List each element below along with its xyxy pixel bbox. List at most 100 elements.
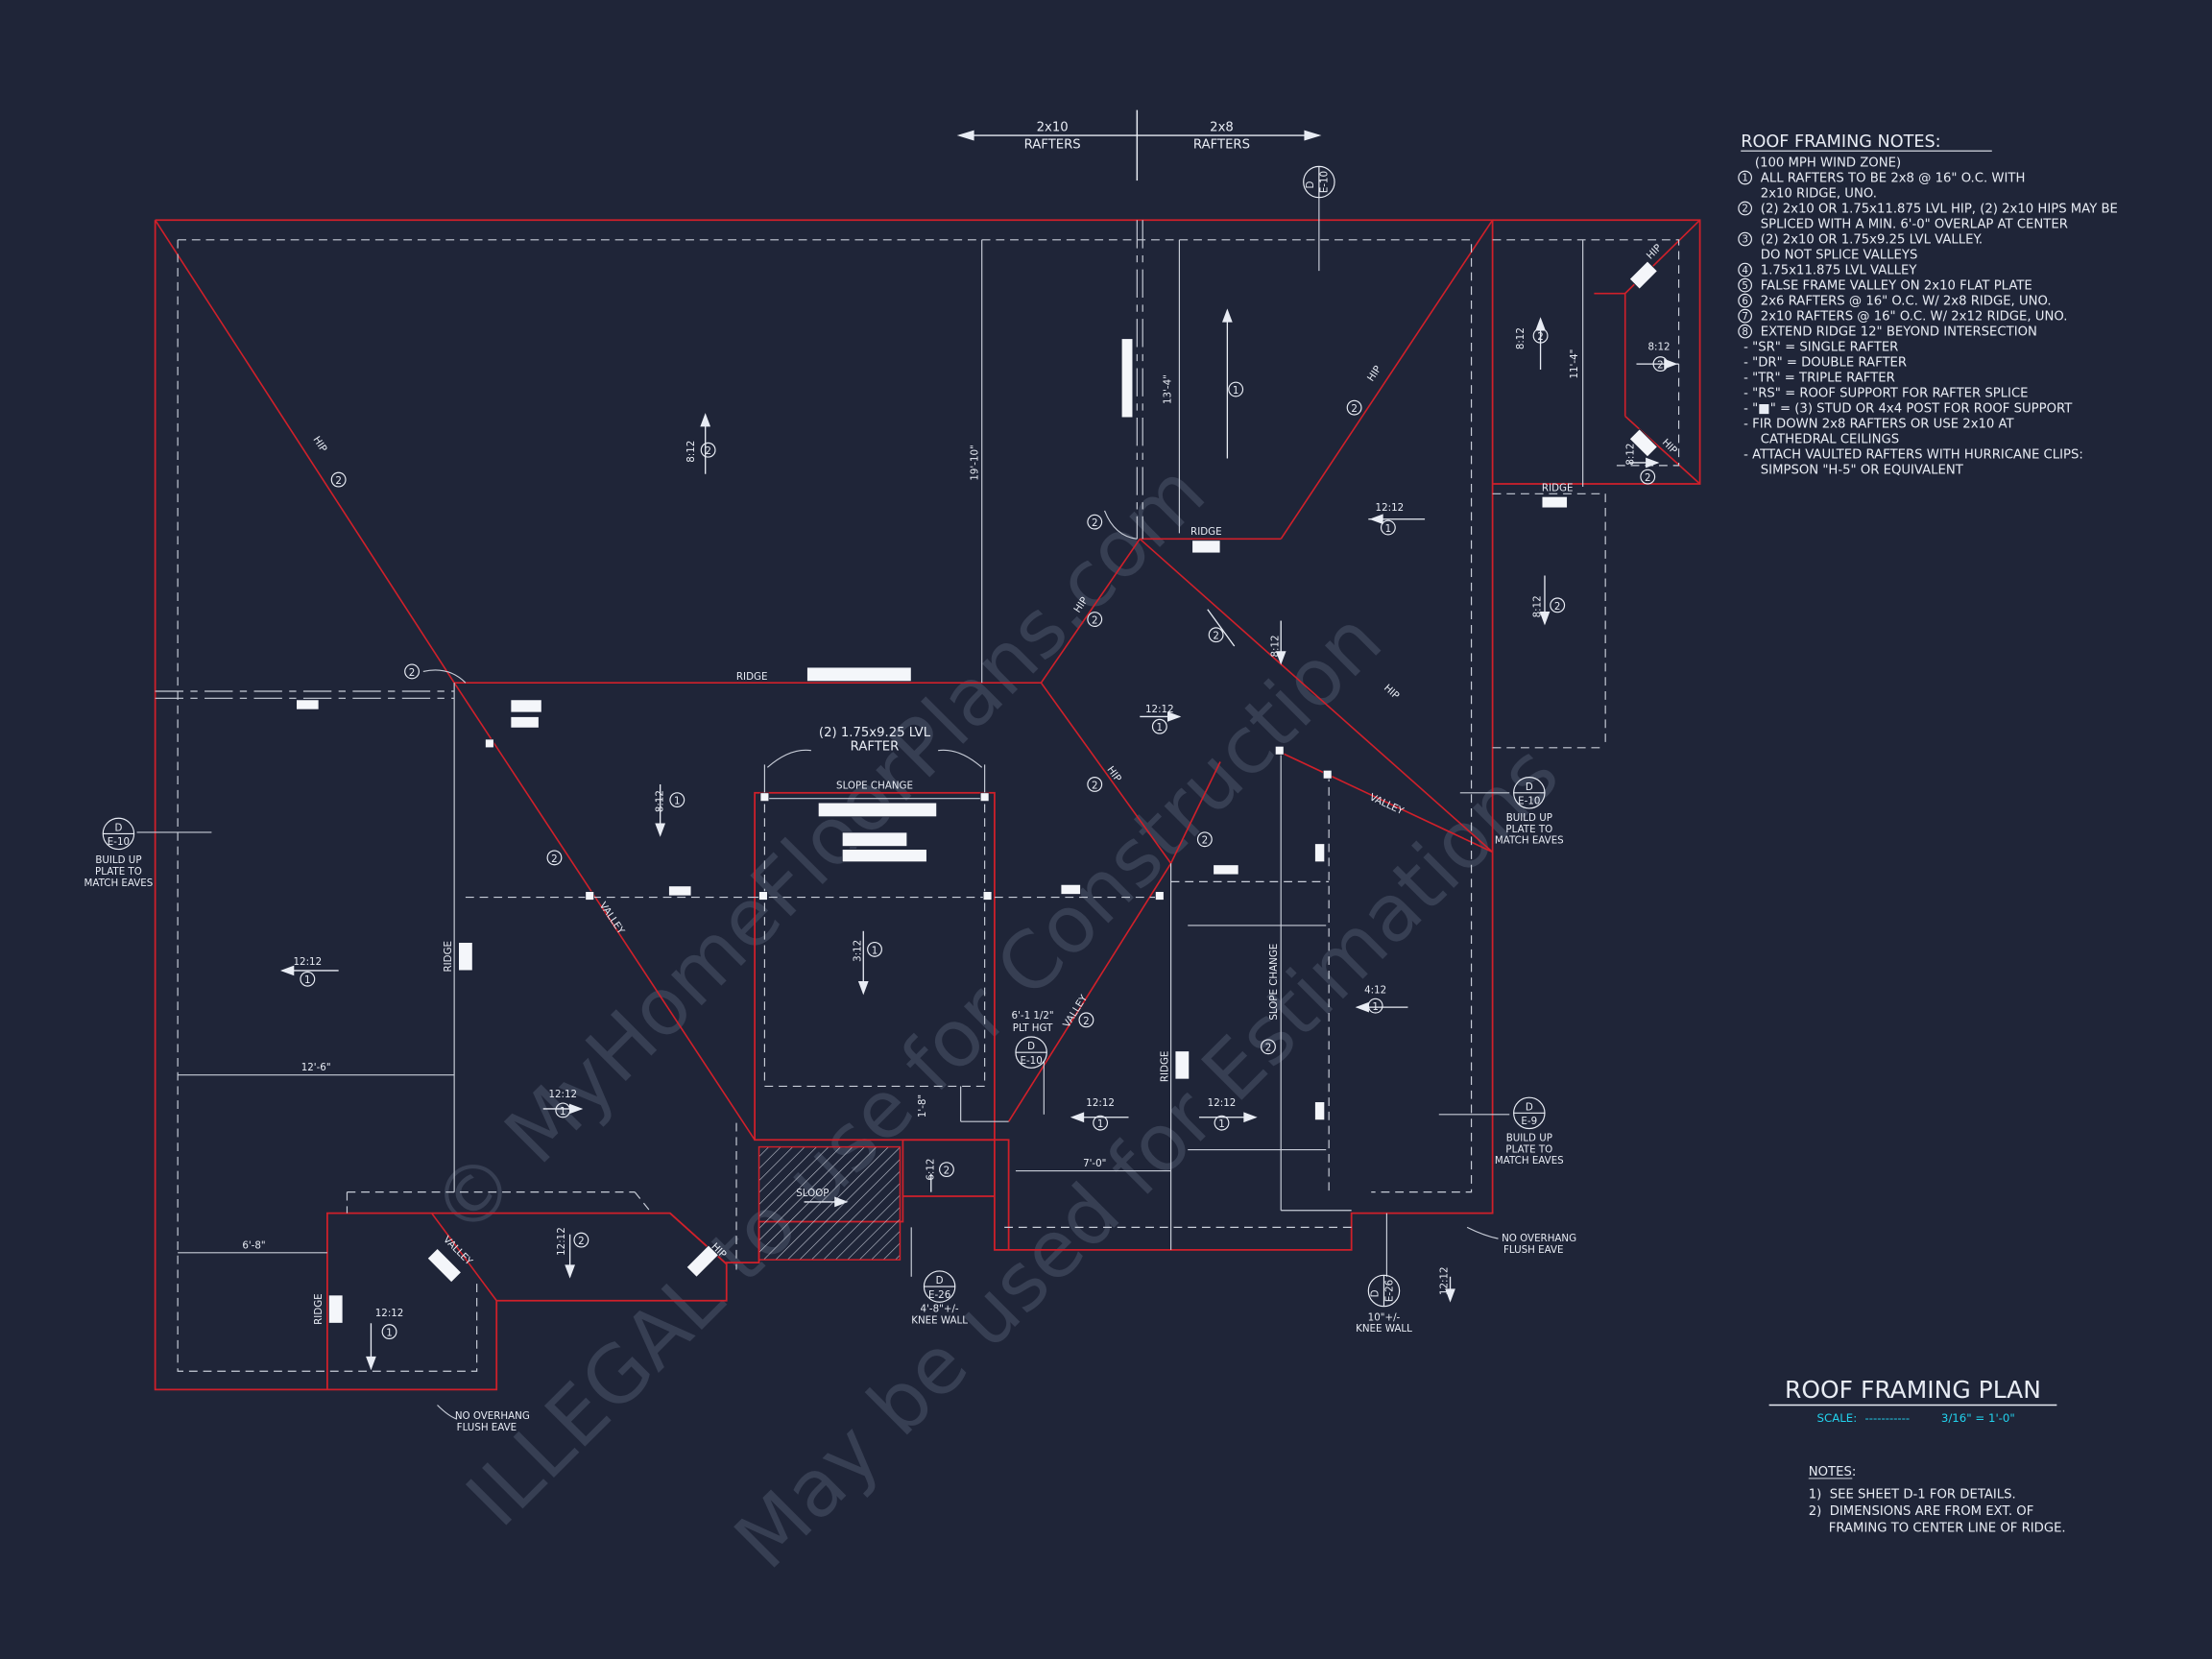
dim-1-8: 1'-8" (917, 1094, 928, 1118)
bottom-note-3: FRAMING TO CENTER LINE OF RIDGE. (1809, 1522, 2066, 1536)
marker-2-o: 2 (409, 667, 416, 679)
notes-line-6: DO NOT SPLICE VALLEYS (1761, 248, 1918, 262)
ref-right-b-sheet: E-9 (1521, 1116, 1537, 1127)
notes-line-20: SIMPSON "H-5" OR EQUIVALENT (1761, 464, 1964, 478)
dim-6-8: 6'-8" (242, 1239, 265, 1251)
notes-line-14: - "TR" = TRIPLE RAFTER (1743, 372, 1895, 386)
ridge-label-main: RIDGE (736, 671, 768, 683)
rafter-type-markers: 1 1 1 1 1 1 1 1 1 1 1 2 2 2 2 2 2 2 2 2 … (300, 327, 1669, 1340)
marker-2-e: 2 (1092, 780, 1098, 791)
build-up-left-2: PLATE TO (95, 866, 142, 878)
notes-marker-3: 3 (1742, 234, 1748, 246)
marker-2-d: 2 (1213, 631, 1219, 642)
notes-line-18: CATHEDRAL CEILINGS (1761, 433, 1899, 447)
slope-8-12-c: 8:12 (1515, 327, 1527, 349)
marker-1-c: 1 (1157, 722, 1164, 733)
build-up-right-b-3: MATCH EAVES (1495, 1155, 1564, 1166)
slope-12-12-f: 12:12 (1208, 1097, 1237, 1109)
slope-3-12: 3:12 (852, 940, 863, 962)
build-up-left-1: BUILD UP (95, 854, 141, 866)
ref-right-a-sheet: E-10 (1518, 796, 1540, 807)
marker-2-j: 2 (705, 445, 711, 457)
top-rafter-dimension (956, 109, 1322, 181)
notes-marker-5: 5 (1742, 280, 1748, 292)
notes-line-2: 2x10 RIDGE, UNO. (1761, 186, 1877, 201)
slope-8-12-b: 8:12 (1269, 635, 1281, 657)
ridge-label-center: RIDGE (1190, 526, 1222, 538)
notes-line-19: - ATTACH VAULTED RAFTERS WITH HURRICANE … (1743, 448, 2083, 463)
marker-2-l: 2 (1657, 360, 1664, 372)
sloop-label: SLOOP (796, 1188, 829, 1199)
marker-2-q: 2 (1202, 835, 1209, 847)
notes-line-12: - "SR" = SINGLE RAFTER (1743, 341, 1898, 355)
dim-13-4: 13'-4" (1163, 374, 1174, 404)
notes-line-10: 2x10 RAFTERS @ 16" O.C. W/ 2x12 RIDGE, U… (1761, 310, 2068, 325)
marker-2-a: 2 (335, 475, 342, 487)
ridge-label-bottom: RIDGE (313, 1293, 325, 1325)
notes-marker-circle-7 (1738, 308, 1752, 324)
build-up-right-b-1: BUILD UP (1506, 1133, 1552, 1144)
slope-8-12-g: 8:12 (655, 790, 666, 812)
marker-1-b: 1 (1385, 523, 1392, 535)
slope-12-12-a: 12:12 (1376, 502, 1405, 514)
scale-label: SCALE: (1817, 1411, 1858, 1425)
slope-4-12: 4:12 (1364, 984, 1386, 996)
slope-8-12-d: 8:12 (1647, 341, 1670, 352)
no-overhang-left-1: NO OVERHANG (455, 1410, 530, 1422)
ridge-label-lower: RIDGE (1160, 1051, 1171, 1083)
notes-marker-circle-5 (1738, 277, 1752, 293)
marker-1-g: 1 (560, 1106, 566, 1118)
marker-2-n: 2 (1554, 601, 1561, 613)
bottom-notes: NOTES: 1) SEE SHEET D-1 FOR DETAILS. 2) … (1808, 1465, 2066, 1536)
marker-2-c: 2 (1092, 614, 1098, 626)
slope-12-12-e: 12:12 (1086, 1097, 1115, 1109)
ref-right-a-d: D (1526, 781, 1533, 793)
ref-center-d: D (1027, 1041, 1035, 1052)
notes-marker-circle-4 (1738, 262, 1752, 277)
slope-change-label: SLOPE CHANGE (836, 780, 913, 791)
dimension-lines (136, 197, 1584, 1420)
title-block: ROOF FRAMING PLAN SCALE: ----------- 3/1… (1768, 1376, 2057, 1425)
knee-wall-10-value: 10"+/- (1368, 1311, 1401, 1323)
slope-12-12-d: 12:12 (548, 1089, 577, 1100)
bottom-note-1: 1) SEE SHEET D-1 FOR DETAILS. (1809, 1487, 2016, 1502)
notes-line-0: (100 MPH WIND ZONE) (1755, 156, 1901, 170)
lvl-rafter-label-2: RAFTER (851, 740, 900, 755)
notes-marker-2: 2 (1742, 204, 1748, 215)
notes-line-8: FALSE FRAME VALLEY ON 2x10 FLAT PLATE (1761, 279, 2032, 294)
slope-8-12-e: 8:12 (1625, 444, 1637, 466)
notes-marker-circle-2 (1738, 201, 1752, 216)
slope-labels: 8:12 12:12 12:12 8:12 8:12 8:12 8:12 8:1… (294, 327, 1671, 1319)
notes-marker-circle-8 (1738, 324, 1752, 339)
notes-marker-circle-1 (1738, 170, 1752, 185)
ref-left-d: D (114, 822, 122, 833)
marker-2-b: 2 (1351, 403, 1358, 415)
marker-1-a: 1 (1233, 385, 1239, 397)
build-up-right-b-2: PLATE TO (1505, 1143, 1552, 1155)
knee-wall-10-label: KNEE WALL (1356, 1323, 1412, 1334)
marker-1-k: 1 (386, 1328, 393, 1339)
top-label-rafters-left: RAFTERS (1024, 137, 1081, 152)
ridge-beam-blocks (296, 260, 1659, 1324)
ref-center-sheet: E-10 (1020, 1055, 1042, 1067)
ref-bottom-a-sheet: E-26 (928, 1289, 950, 1301)
marker-1-h: 1 (1097, 1118, 1104, 1130)
slope-12-12-i: 12:12 (1439, 1266, 1451, 1295)
notes-marker-circle-3 (1738, 231, 1752, 247)
ref-bottom-b-sheet: E-26 (1383, 1280, 1395, 1302)
no-overhang-right-1: NO OVERHANG (1502, 1233, 1576, 1244)
scale-value: 3/16" = 1'-0" (1941, 1411, 2015, 1425)
notes-line-3: (2) 2x10 OR 1.75x11.875 LVL HIP, (2) 2x1… (1761, 202, 2118, 216)
marker-1-e: 1 (872, 945, 878, 956)
scale-dashes: ----------- (1865, 1411, 1911, 1425)
knee-wall-48-label: KNEE WALL (911, 1314, 968, 1326)
dim-19-10: 19'-10" (969, 445, 980, 480)
roof-framing-notes-panel: ROOF FRAMING NOTES: (100 MPH WIND ZONE)A… (1738, 132, 2118, 478)
marker-2-p: 2 (1092, 517, 1098, 529)
slope-change-label-vertical: SLOPE CHANGE (1268, 944, 1280, 1021)
notes-marker-1: 1 (1742, 173, 1748, 184)
slope-12-12-h: 12:12 (375, 1308, 404, 1319)
notes-line-4: SPLICED WITH A MIN. 6'-0" OVERLAP AT CEN… (1761, 217, 2068, 231)
slope-8-12-a: 8:12 (685, 441, 697, 463)
